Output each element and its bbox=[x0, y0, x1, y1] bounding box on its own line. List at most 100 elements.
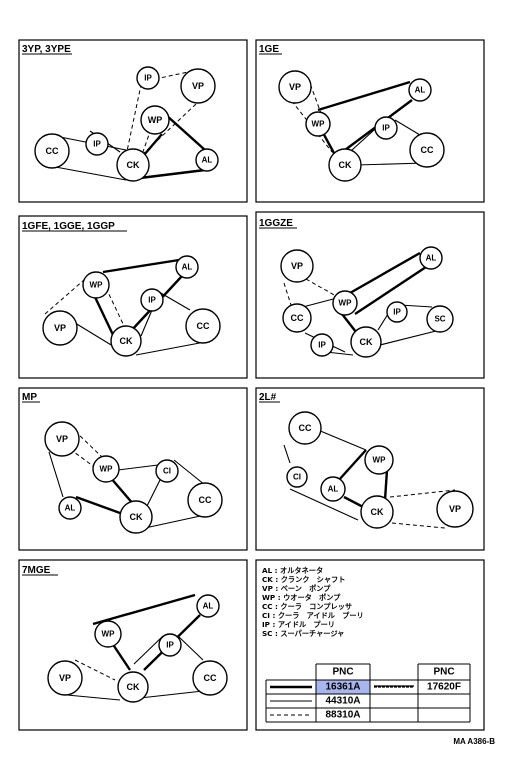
pulley-al bbox=[195, 148, 219, 172]
pulley-al bbox=[175, 255, 199, 279]
pulley-cc bbox=[192, 660, 228, 696]
label-vp: VP bbox=[54, 323, 66, 333]
label-wp: WP bbox=[100, 465, 114, 474]
pulley-wp bbox=[94, 620, 122, 648]
pulley-wp bbox=[305, 111, 331, 137]
pulley-ip bbox=[136, 66, 160, 90]
pulley-ck bbox=[350, 326, 382, 358]
panel-frame-2l bbox=[255, 387, 485, 551]
panel-frame-1ggze bbox=[255, 211, 485, 379]
label-wp: WP bbox=[148, 115, 163, 125]
pulley-cc bbox=[187, 482, 223, 518]
label-sc: SC bbox=[434, 315, 445, 324]
label-ck: CK bbox=[130, 512, 143, 522]
label-ip: IP bbox=[148, 296, 156, 305]
label-ci: CI bbox=[293, 473, 301, 482]
label-ip: IP bbox=[93, 140, 101, 149]
panel-frame-1ge bbox=[255, 39, 485, 203]
label-cc: CC bbox=[204, 673, 217, 683]
label-al: AL bbox=[328, 485, 339, 494]
pulley-cc bbox=[282, 303, 312, 333]
pulley-ck bbox=[117, 671, 149, 703]
label-cc: CC bbox=[291, 313, 304, 323]
table-header-pnc: PNC bbox=[433, 667, 454, 678]
pulley-ip bbox=[85, 132, 109, 156]
panel-title-1ge: 1GE bbox=[259, 44, 279, 55]
label-vp: VP bbox=[59, 673, 71, 683]
label-al: AL bbox=[426, 254, 437, 263]
label-wp: WP bbox=[373, 456, 387, 465]
label-cc: CC bbox=[421, 145, 434, 155]
pulley-ip bbox=[386, 301, 408, 323]
pulley-vp bbox=[44, 421, 80, 457]
pulley-ip bbox=[310, 333, 334, 357]
pulley-al bbox=[408, 78, 432, 102]
label-ck: CK bbox=[127, 160, 140, 170]
legend-item: CC : クーラ コンプレッサ bbox=[262, 602, 352, 611]
panel-frame-1gfe bbox=[18, 215, 248, 379]
pulley-cc bbox=[185, 308, 221, 344]
table-cell-part: 88310A bbox=[325, 710, 360, 721]
label-ip: IP bbox=[393, 308, 401, 317]
pulley-vp bbox=[42, 310, 78, 346]
pulley-ck bbox=[360, 495, 394, 529]
pulley-vp bbox=[278, 70, 312, 104]
label-wp: WP bbox=[102, 630, 116, 639]
pulley-al bbox=[320, 476, 346, 502]
panel-title-1ggze: 1GGZE bbox=[259, 218, 293, 229]
panel-title-7mge: 7MGE bbox=[22, 565, 51, 576]
panel-title-mp: MP bbox=[22, 392, 37, 403]
pulley-vp bbox=[47, 660, 83, 696]
pnc-table: PNC PNC 16361A 17620F 44310A 88310A bbox=[265, 663, 471, 723]
panel-frame-7mge bbox=[18, 559, 248, 731]
label-vp: VP bbox=[449, 504, 461, 514]
legend-item: WP : ウオータ ポンプ bbox=[262, 593, 341, 602]
legend-item: CI : クーラ アイドル プーリ bbox=[262, 611, 364, 620]
table-cell-part: 16361A bbox=[325, 682, 360, 693]
label-wp: WP bbox=[339, 299, 353, 308]
label-vp: VP bbox=[192, 81, 204, 91]
label-ck: CK bbox=[127, 682, 140, 692]
highlight-cell bbox=[316, 680, 370, 694]
label-ci: CI bbox=[163, 467, 171, 476]
pulley-sc bbox=[426, 305, 454, 333]
label-vp: VP bbox=[56, 434, 68, 444]
label-ck: CK bbox=[339, 160, 352, 170]
label-vp: VP bbox=[291, 261, 303, 271]
pulley-al bbox=[58, 496, 82, 520]
label-ck: CK bbox=[120, 336, 133, 346]
pulley-vp bbox=[436, 490, 474, 528]
label-cc: CC bbox=[46, 146, 59, 156]
pulley-ci bbox=[155, 459, 179, 483]
panel-title-3yp: 3YP, 3YPE bbox=[22, 44, 71, 55]
pulley-wp bbox=[92, 455, 120, 483]
legend-item: SC : スーパーチャージャ bbox=[262, 629, 344, 638]
pulley-cc bbox=[34, 133, 70, 169]
label-wp: WP bbox=[90, 281, 104, 290]
pulley-vp bbox=[180, 68, 216, 104]
panel-frame-legend bbox=[255, 559, 485, 731]
pulley-al bbox=[196, 594, 220, 618]
pulley-al bbox=[419, 246, 443, 270]
label-al: AL bbox=[65, 504, 76, 513]
label-ip: IP bbox=[318, 341, 326, 350]
label-ip: IP bbox=[166, 641, 174, 650]
label-ip: IP bbox=[382, 124, 390, 133]
label-ck: CK bbox=[371, 507, 384, 517]
legend-item: VP : ベーン ポンプ bbox=[262, 584, 331, 593]
label-al: AL bbox=[182, 263, 193, 272]
label-al: AL bbox=[202, 156, 213, 165]
pulley-wp bbox=[332, 290, 358, 316]
pulley-wp bbox=[364, 445, 394, 475]
label-al: AL bbox=[203, 602, 214, 611]
pulley-wp bbox=[140, 105, 170, 135]
label-wp: WP bbox=[312, 120, 326, 129]
pulley-ck bbox=[116, 148, 150, 182]
table-cell-part: 17620F bbox=[427, 682, 461, 693]
legend-item: IP : アイドル プーリ bbox=[262, 620, 335, 629]
panel-title-2l: 2L# bbox=[259, 392, 277, 403]
pulley-ci bbox=[286, 466, 308, 488]
pulley-ip bbox=[140, 288, 164, 312]
label-vp: VP bbox=[289, 82, 301, 92]
